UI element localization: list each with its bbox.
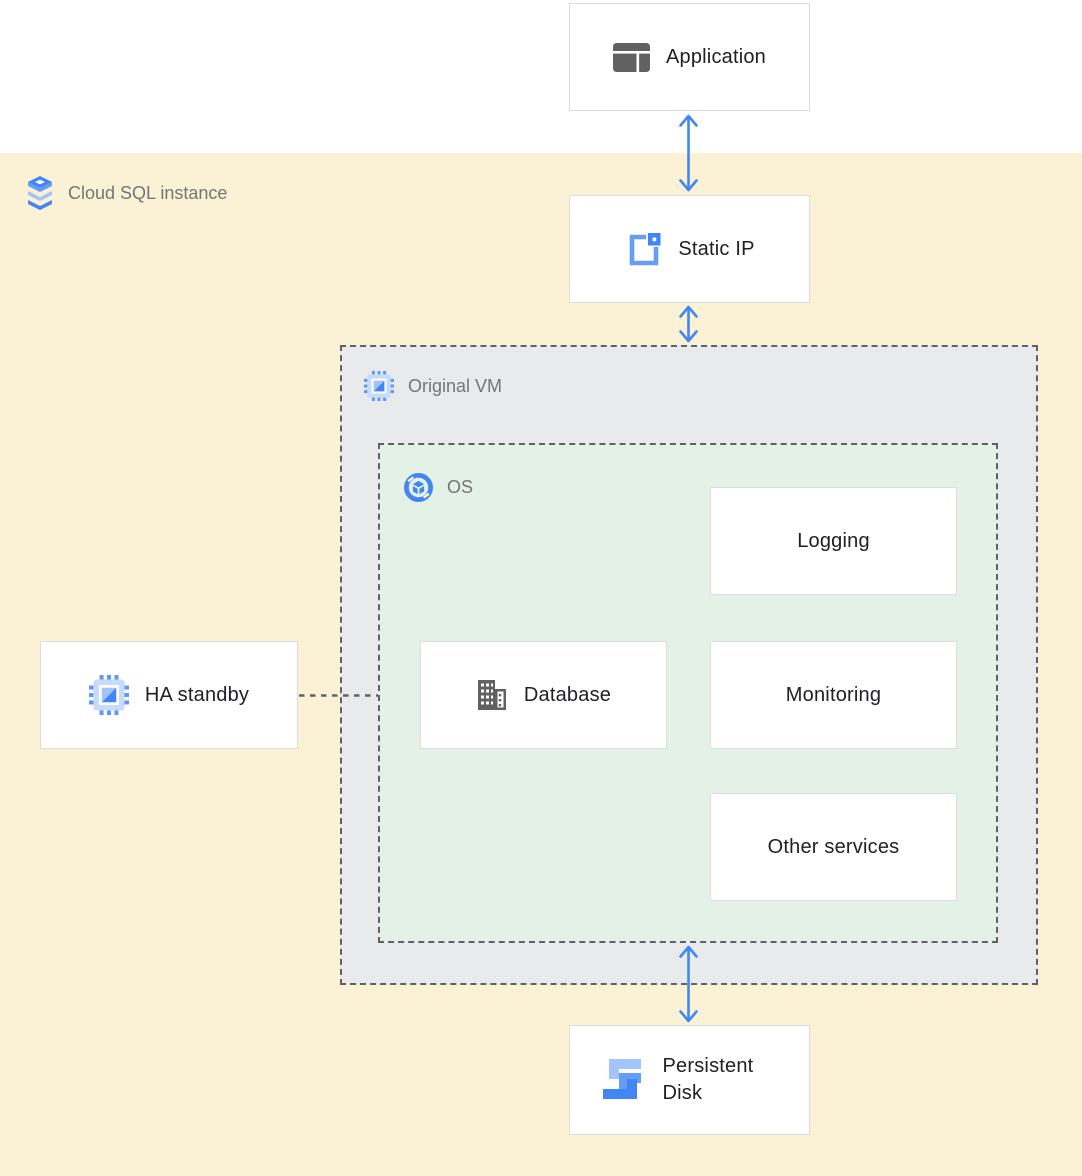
original-vm-label: Original VM — [408, 375, 503, 396]
compute-engine-icon — [364, 371, 394, 401]
building-icon — [476, 680, 508, 710]
logging-node: Logging — [710, 487, 957, 595]
logging-label: Logging — [797, 529, 870, 552]
application-label: Application — [665, 45, 767, 68]
database-label: Database — [523, 683, 612, 706]
original-vm-label-row: Original VM — [364, 371, 502, 401]
cloud-sql-icon — [26, 175, 54, 211]
persistent-disk-icon — [599, 1057, 643, 1103]
static-ip-label: Static IP — [678, 237, 755, 260]
monitoring-node: Monitoring — [710, 641, 957, 749]
static-ip-icon — [624, 231, 662, 267]
persistent-disk-node: Persistent Disk — [569, 1025, 810, 1135]
compute-engine-icon — [88, 675, 129, 715]
cloud-sql-instance-label: Cloud SQL instance — [68, 182, 228, 203]
other-services-node: Other services — [710, 793, 957, 901]
monitoring-label: Monitoring — [785, 683, 882, 706]
application-icon — [612, 42, 650, 72]
ha-standby-node: HA standby — [40, 641, 298, 749]
os-label-row: OS — [404, 473, 473, 502]
cloud-sql-instance-label-row: Cloud SQL instance — [26, 175, 227, 211]
persistent-disk-label: Persistent Disk — [662, 1055, 754, 1104]
database-node: Database — [420, 641, 667, 749]
os-label: OS — [447, 477, 474, 497]
other-services-label: Other services — [767, 835, 900, 858]
ha-standby-label: HA standby — [144, 683, 250, 706]
static-ip-node: Static IP — [569, 195, 810, 303]
os-icon — [404, 473, 433, 502]
application-node: Application — [569, 3, 810, 111]
